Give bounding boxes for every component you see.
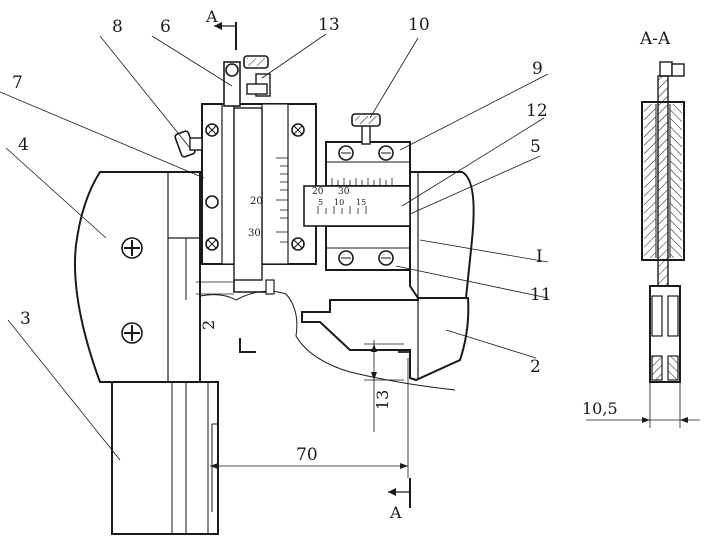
callout-4: 4: [18, 135, 29, 155]
dimensions: 2 13 70: [196, 276, 411, 478]
callout-I: I: [536, 247, 543, 267]
scale-label-20: 20: [250, 196, 263, 207]
callout-6: 6: [160, 17, 171, 37]
jaw-part-2: [301, 297, 470, 382]
vernier-label-10: 10: [334, 198, 344, 207]
section-view-AA: A-A 10,5: [582, 29, 700, 428]
callout-10: 10: [408, 15, 430, 35]
block-part-3: [111, 381, 219, 535]
horizontal-slide: 20 30 5 10 15: [303, 113, 411, 271]
vertical-scale: [276, 157, 288, 243]
callout-9: 9: [532, 59, 543, 79]
scale-label-30: 30: [248, 228, 261, 239]
vernier-label-5: 5: [318, 198, 323, 207]
vernier-scale: [317, 206, 367, 214]
callout-13: 13: [318, 15, 340, 35]
dim-10-5: 10,5: [582, 399, 618, 418]
section-mark-top: A: [205, 7, 218, 26]
section-title: A-A: [639, 29, 671, 49]
callout-7: 7: [12, 73, 23, 93]
callout-2: 2: [530, 357, 541, 377]
callout-12: 12: [526, 101, 548, 121]
callout-5: 5: [530, 137, 541, 157]
body-part-4: [74, 171, 201, 383]
main-body: [74, 171, 475, 535]
body-part-I: [409, 171, 475, 299]
vertical-slide: 20 30: [174, 55, 317, 295]
vernier-bar-12: [303, 185, 411, 227]
dim-2: 2: [199, 320, 218, 330]
dim-70: 70: [296, 445, 318, 465]
callouts: 8 6 13 10 9 7 12 5 4 I 11 3 2: [0, 15, 552, 461]
slide-label-30: 30: [338, 187, 350, 197]
callout-11: 11: [530, 285, 552, 305]
section-marks: A A: [205, 7, 411, 522]
dim-13: 13: [373, 390, 392, 410]
callout-3: 3: [20, 309, 31, 329]
callout-8: 8: [112, 17, 123, 37]
upper-scale: [331, 178, 393, 186]
slide-label-20: 20: [312, 187, 324, 197]
profile-curve: [199, 290, 456, 391]
vernier-label-15: 15: [356, 198, 366, 207]
section-mark-bottom: A: [389, 503, 402, 522]
